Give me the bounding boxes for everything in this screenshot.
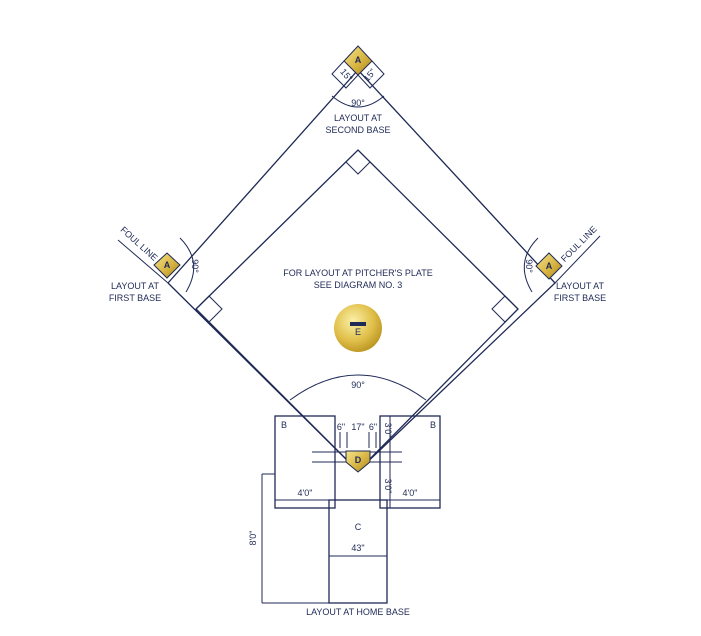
second-base-marker: A bbox=[355, 55, 362, 65]
d3-top-label: 3'0" bbox=[383, 423, 393, 438]
first-base-left-bag bbox=[153, 252, 181, 279]
d6-left-label: 6" bbox=[337, 422, 345, 432]
first-left-label-line1: LAYOUT AT bbox=[111, 281, 160, 291]
d8-label: 8'0" bbox=[248, 531, 258, 546]
second-label-line2: SECOND BASE bbox=[325, 125, 390, 135]
d3-bottom-label: 3'0" bbox=[383, 479, 393, 494]
pitcher-note-line1: FOR LAYOUT AT PITCHER'S PLATE bbox=[283, 268, 432, 278]
home-plate bbox=[345, 450, 371, 473]
catchers-box bbox=[328, 499, 388, 604]
foul-line-left-ext bbox=[117, 239, 169, 284]
first-base-right-bag bbox=[535, 252, 563, 280]
pitcher-rubber bbox=[350, 322, 366, 326]
d6-right-label: 6" bbox=[369, 422, 377, 432]
foul-line-right-ext bbox=[554, 235, 601, 284]
first-right-angle-arc bbox=[523, 237, 539, 293]
pitcher-note-line2: SEE DIAGRAM NO. 3 bbox=[314, 280, 403, 290]
pitcher-plate-marker: E bbox=[355, 327, 361, 337]
box-left-4ft-label: 4'0" bbox=[298, 488, 313, 498]
first-left-inner-square bbox=[195, 295, 223, 323]
first-right-angle-label: 90° bbox=[524, 259, 534, 273]
first-right-label-line2: FIRST BASE bbox=[554, 293, 606, 303]
second-base-15-marks bbox=[331, 60, 385, 89]
first-left-angle-arc bbox=[179, 237, 195, 293]
box-left-marker: B bbox=[281, 420, 287, 430]
first-left-marker: A bbox=[164, 260, 171, 270]
first-left-label-line2: FIRST BASE bbox=[109, 293, 161, 303]
first-right-marker: A bbox=[546, 261, 553, 271]
first-right-label-line1: LAYOUT AT bbox=[556, 281, 605, 291]
home-angle-label: 90° bbox=[351, 380, 365, 390]
first-right-inner-square bbox=[491, 295, 519, 323]
catcher-marker: C bbox=[355, 522, 362, 532]
home-base-label: LAYOUT AT HOME BASE bbox=[306, 607, 410, 617]
first-left-angle-label: 90° bbox=[190, 259, 200, 273]
foul-line-left-label: FOUL LINE bbox=[118, 225, 159, 263]
box-right-4ft-label: 4'0" bbox=[403, 488, 418, 498]
second-angle-label: 90° bbox=[351, 98, 365, 108]
pitcher-plate-circle bbox=[334, 304, 382, 352]
second-label-line1: LAYOUT AT bbox=[334, 113, 383, 123]
d17-label: 17" bbox=[351, 422, 364, 432]
home-plate-marker: D bbox=[355, 455, 362, 465]
d43-label: 43" bbox=[351, 543, 364, 553]
second-angle-arc bbox=[331, 95, 385, 108]
box-right-marker: B bbox=[430, 420, 436, 430]
home-angle-arc bbox=[289, 374, 427, 401]
second-inner-square bbox=[345, 161, 371, 175]
